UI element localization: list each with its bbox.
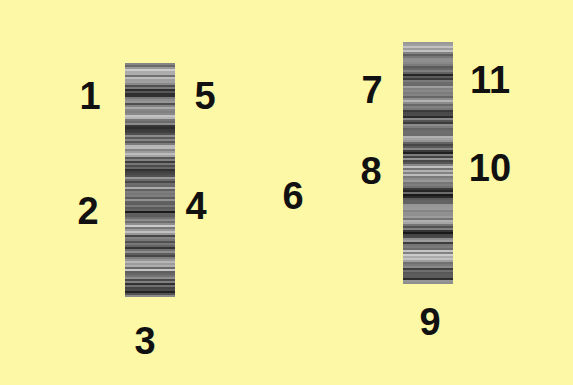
callout-number: 6 bbox=[282, 177, 303, 215]
banded-strip bbox=[403, 42, 453, 284]
callout-number: 10 bbox=[469, 149, 511, 187]
callout-number: 2 bbox=[77, 192, 98, 230]
callout-number: 7 bbox=[361, 71, 382, 109]
callout-number: 4 bbox=[185, 187, 206, 225]
callout-number: 5 bbox=[194, 77, 215, 115]
banded-strip bbox=[125, 63, 175, 297]
callout-number: 9 bbox=[419, 303, 440, 341]
callout-number: 3 bbox=[134, 322, 155, 360]
callout-number: 8 bbox=[360, 152, 381, 190]
callout-number: 11 bbox=[470, 61, 510, 99]
callout-number: 1 bbox=[79, 77, 100, 115]
